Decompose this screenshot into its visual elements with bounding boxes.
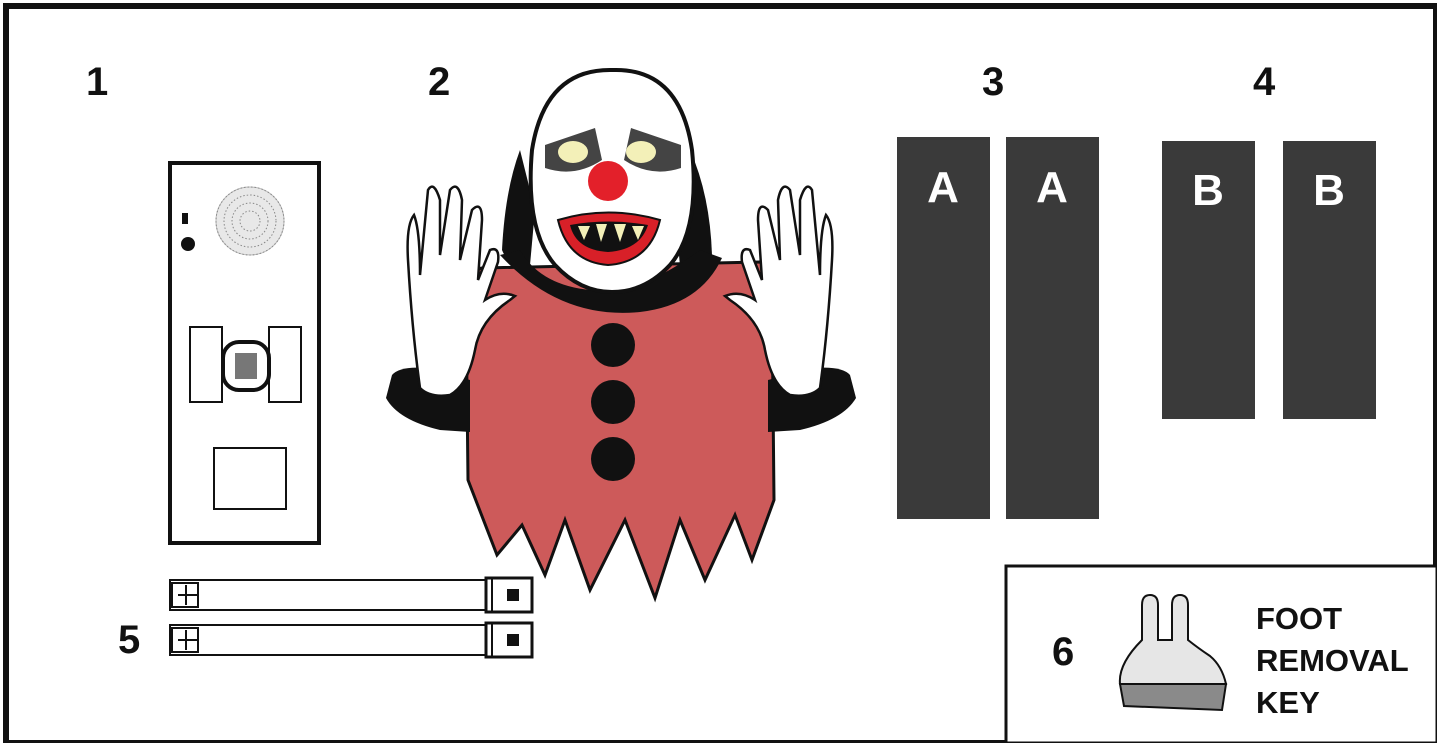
panel-a-right-letter: A	[1036, 163, 1068, 212]
battery-cover	[214, 448, 286, 509]
gown-button	[591, 437, 635, 481]
connector-bar-icon	[170, 578, 532, 612]
panel-b-right-letter: B	[1313, 166, 1345, 215]
panel-a-left-letter: A	[927, 163, 959, 212]
foot-key-label: FOOT REMOVAL KEY	[1256, 598, 1409, 724]
gown-button	[591, 323, 635, 367]
part-number-5: 5	[118, 620, 140, 660]
gown-button	[591, 380, 635, 424]
control-box-icon	[170, 163, 319, 543]
eye-right	[626, 141, 656, 163]
clown-nose	[588, 161, 628, 201]
part-number-6: 6	[1052, 632, 1074, 672]
part-number-3: 3	[982, 62, 1004, 102]
connector-bar-icon	[170, 623, 532, 657]
button-dot	[181, 237, 195, 251]
part-number-4: 4	[1253, 62, 1275, 102]
eye-left	[558, 141, 588, 163]
panel-b-left-letter: B	[1192, 166, 1224, 215]
foot-key-label-line1: FOOT	[1256, 598, 1409, 640]
part-number-2: 2	[428, 62, 450, 102]
foot-key-label-line2: REMOVAL	[1256, 640, 1409, 682]
part-number-1: 1	[86, 62, 108, 102]
foot-key-label-line3: KEY	[1256, 682, 1409, 724]
switch-indicator	[182, 213, 188, 224]
